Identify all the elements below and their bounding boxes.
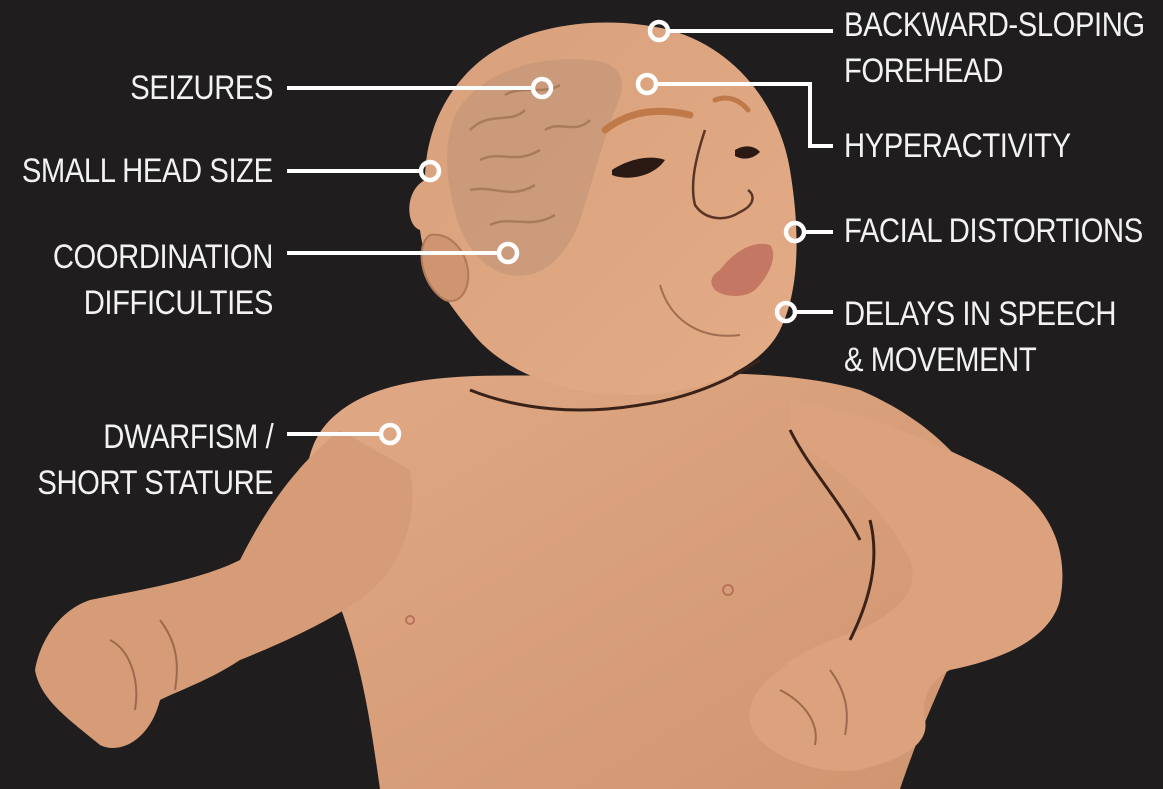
label-small-head-size-text: SMALL HEAD SIZE [22, 148, 273, 194]
label-coordination-difficulties: COORDINATION DIFFICULTIES [53, 234, 273, 326]
label-delays-line1: DELAYS IN SPEECH [844, 291, 1116, 337]
label-forehead-line1: BACKWARD-SLOPING [844, 2, 1145, 48]
label-delays: DELAYS IN SPEECH & MOVEMENT [844, 291, 1116, 383]
label-coordination-line2: DIFFICULTIES [53, 280, 273, 326]
label-dwarfism-line2: SHORT STATURE [37, 460, 273, 506]
label-seizures-text: SEIZURES [130, 65, 273, 111]
label-backward-sloping-forehead: BACKWARD-SLOPING FOREHEAD [844, 2, 1145, 94]
label-hyperactivity-text: HYPERACTIVITY [844, 123, 1071, 169]
label-coordination-line1: COORDINATION [53, 234, 273, 280]
label-delays-line2: & MOVEMENT [844, 337, 1116, 383]
label-small-head-size: SMALL HEAD SIZE [22, 148, 273, 194]
label-facial-distortions-text: FACIAL DISTORTIONS [844, 208, 1143, 254]
label-forehead-line2: FOREHEAD [844, 48, 1145, 94]
label-dwarfism: DWARFISM / SHORT STATURE [37, 414, 273, 506]
label-dwarfism-line1: DWARFISM / [37, 414, 273, 460]
label-hyperactivity: HYPERACTIVITY [844, 123, 1071, 169]
label-seizures: SEIZURES [130, 65, 273, 111]
label-facial-distortions: FACIAL DISTORTIONS [844, 208, 1143, 254]
